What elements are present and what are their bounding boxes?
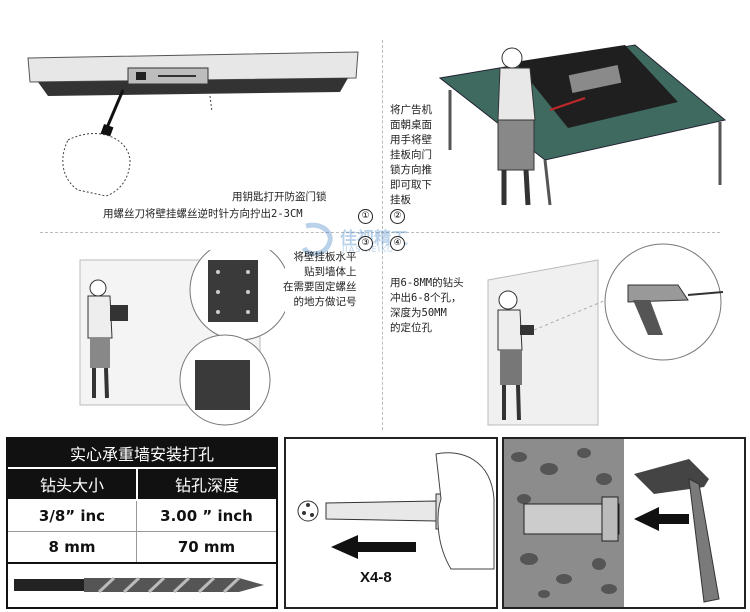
step2-illustration <box>420 10 740 220</box>
step4-line3: 深度为50MM <box>390 307 447 319</box>
table-cell-depth-inch: 3.00 ” inch <box>137 501 276 531</box>
step3-line3: 在需要固定螺丝 <box>283 281 357 293</box>
step1-illustration <box>18 20 368 200</box>
step3-illustration <box>70 239 291 435</box>
step3-line4: 的地方做记号 <box>293 296 357 308</box>
step1-number: ① <box>358 209 373 224</box>
step2-caption: 将广告机 面朝桌面 用手将壁 挂板向门 锁方向推 即可取下 挂板 <box>390 103 432 208</box>
vertical-divider <box>382 40 383 430</box>
step1-caption-line2: 用螺丝刀将壁挂螺丝逆时针方向拧出2-3CM <box>103 208 303 220</box>
step2-line2: 面朝桌面 <box>390 119 432 131</box>
step3-line1: 将壁挂板水平 <box>293 251 357 263</box>
horizontal-divider <box>40 232 720 233</box>
table-cell-bit-size-inch: 3/8” inc <box>8 501 137 531</box>
step2-number: ② <box>390 209 405 224</box>
drill-spec-table: 实心承重墙安装打孔 钻头大小 钻孔深度 3/8” inc 3.00 ” inch… <box>6 437 278 609</box>
step2-line7: 挂板 <box>390 194 411 206</box>
spec-table-title: 实心承重墙安装打孔 <box>8 439 276 467</box>
step3-number: ③ <box>358 236 373 251</box>
step3-line2: 贴到墙体上 <box>304 266 357 278</box>
step4-line1: 用6-8MM的钻头 <box>390 277 464 289</box>
col-header-bit-size: 钻头大小 <box>8 469 136 499</box>
step4-line4: 的定位孔 <box>390 322 432 334</box>
step1-caption-line1: 用钥匙打开防盗门锁 <box>232 191 327 203</box>
step2-line5: 锁方向推 <box>390 164 432 176</box>
drill-bit-image <box>14 570 269 604</box>
hammer-panel <box>502 437 746 609</box>
step2-line3: 用手将壁 <box>390 134 432 146</box>
step3-caption: 将壁挂板水平 贴到墙体上 在需要固定螺丝 的地方做记号 <box>283 250 357 310</box>
step2-line6: 即可取下 <box>390 179 432 191</box>
watermark-icon <box>301 222 333 257</box>
step2-line4: 挂板向门 <box>390 149 432 161</box>
step4-line2: 冲出6-8个孔， <box>390 292 462 304</box>
step4-number: ④ <box>390 236 405 251</box>
step2-line1: 将广告机 <box>390 104 432 116</box>
anchor-count-label: X4-8 <box>360 569 392 586</box>
step4-caption: 用6-8MM的钻头 冲出6-8个孔， 深度为50MM 的定位孔 <box>390 276 464 336</box>
step4-illustration <box>478 240 738 435</box>
table-cell-depth-mm: 70 mm <box>137 532 276 562</box>
anchor-insert-panel: X4-8 <box>284 437 498 609</box>
table-cell-bit-size-mm: 8 mm <box>8 532 137 562</box>
col-header-hole-depth: 钻孔深度 <box>138 469 276 499</box>
